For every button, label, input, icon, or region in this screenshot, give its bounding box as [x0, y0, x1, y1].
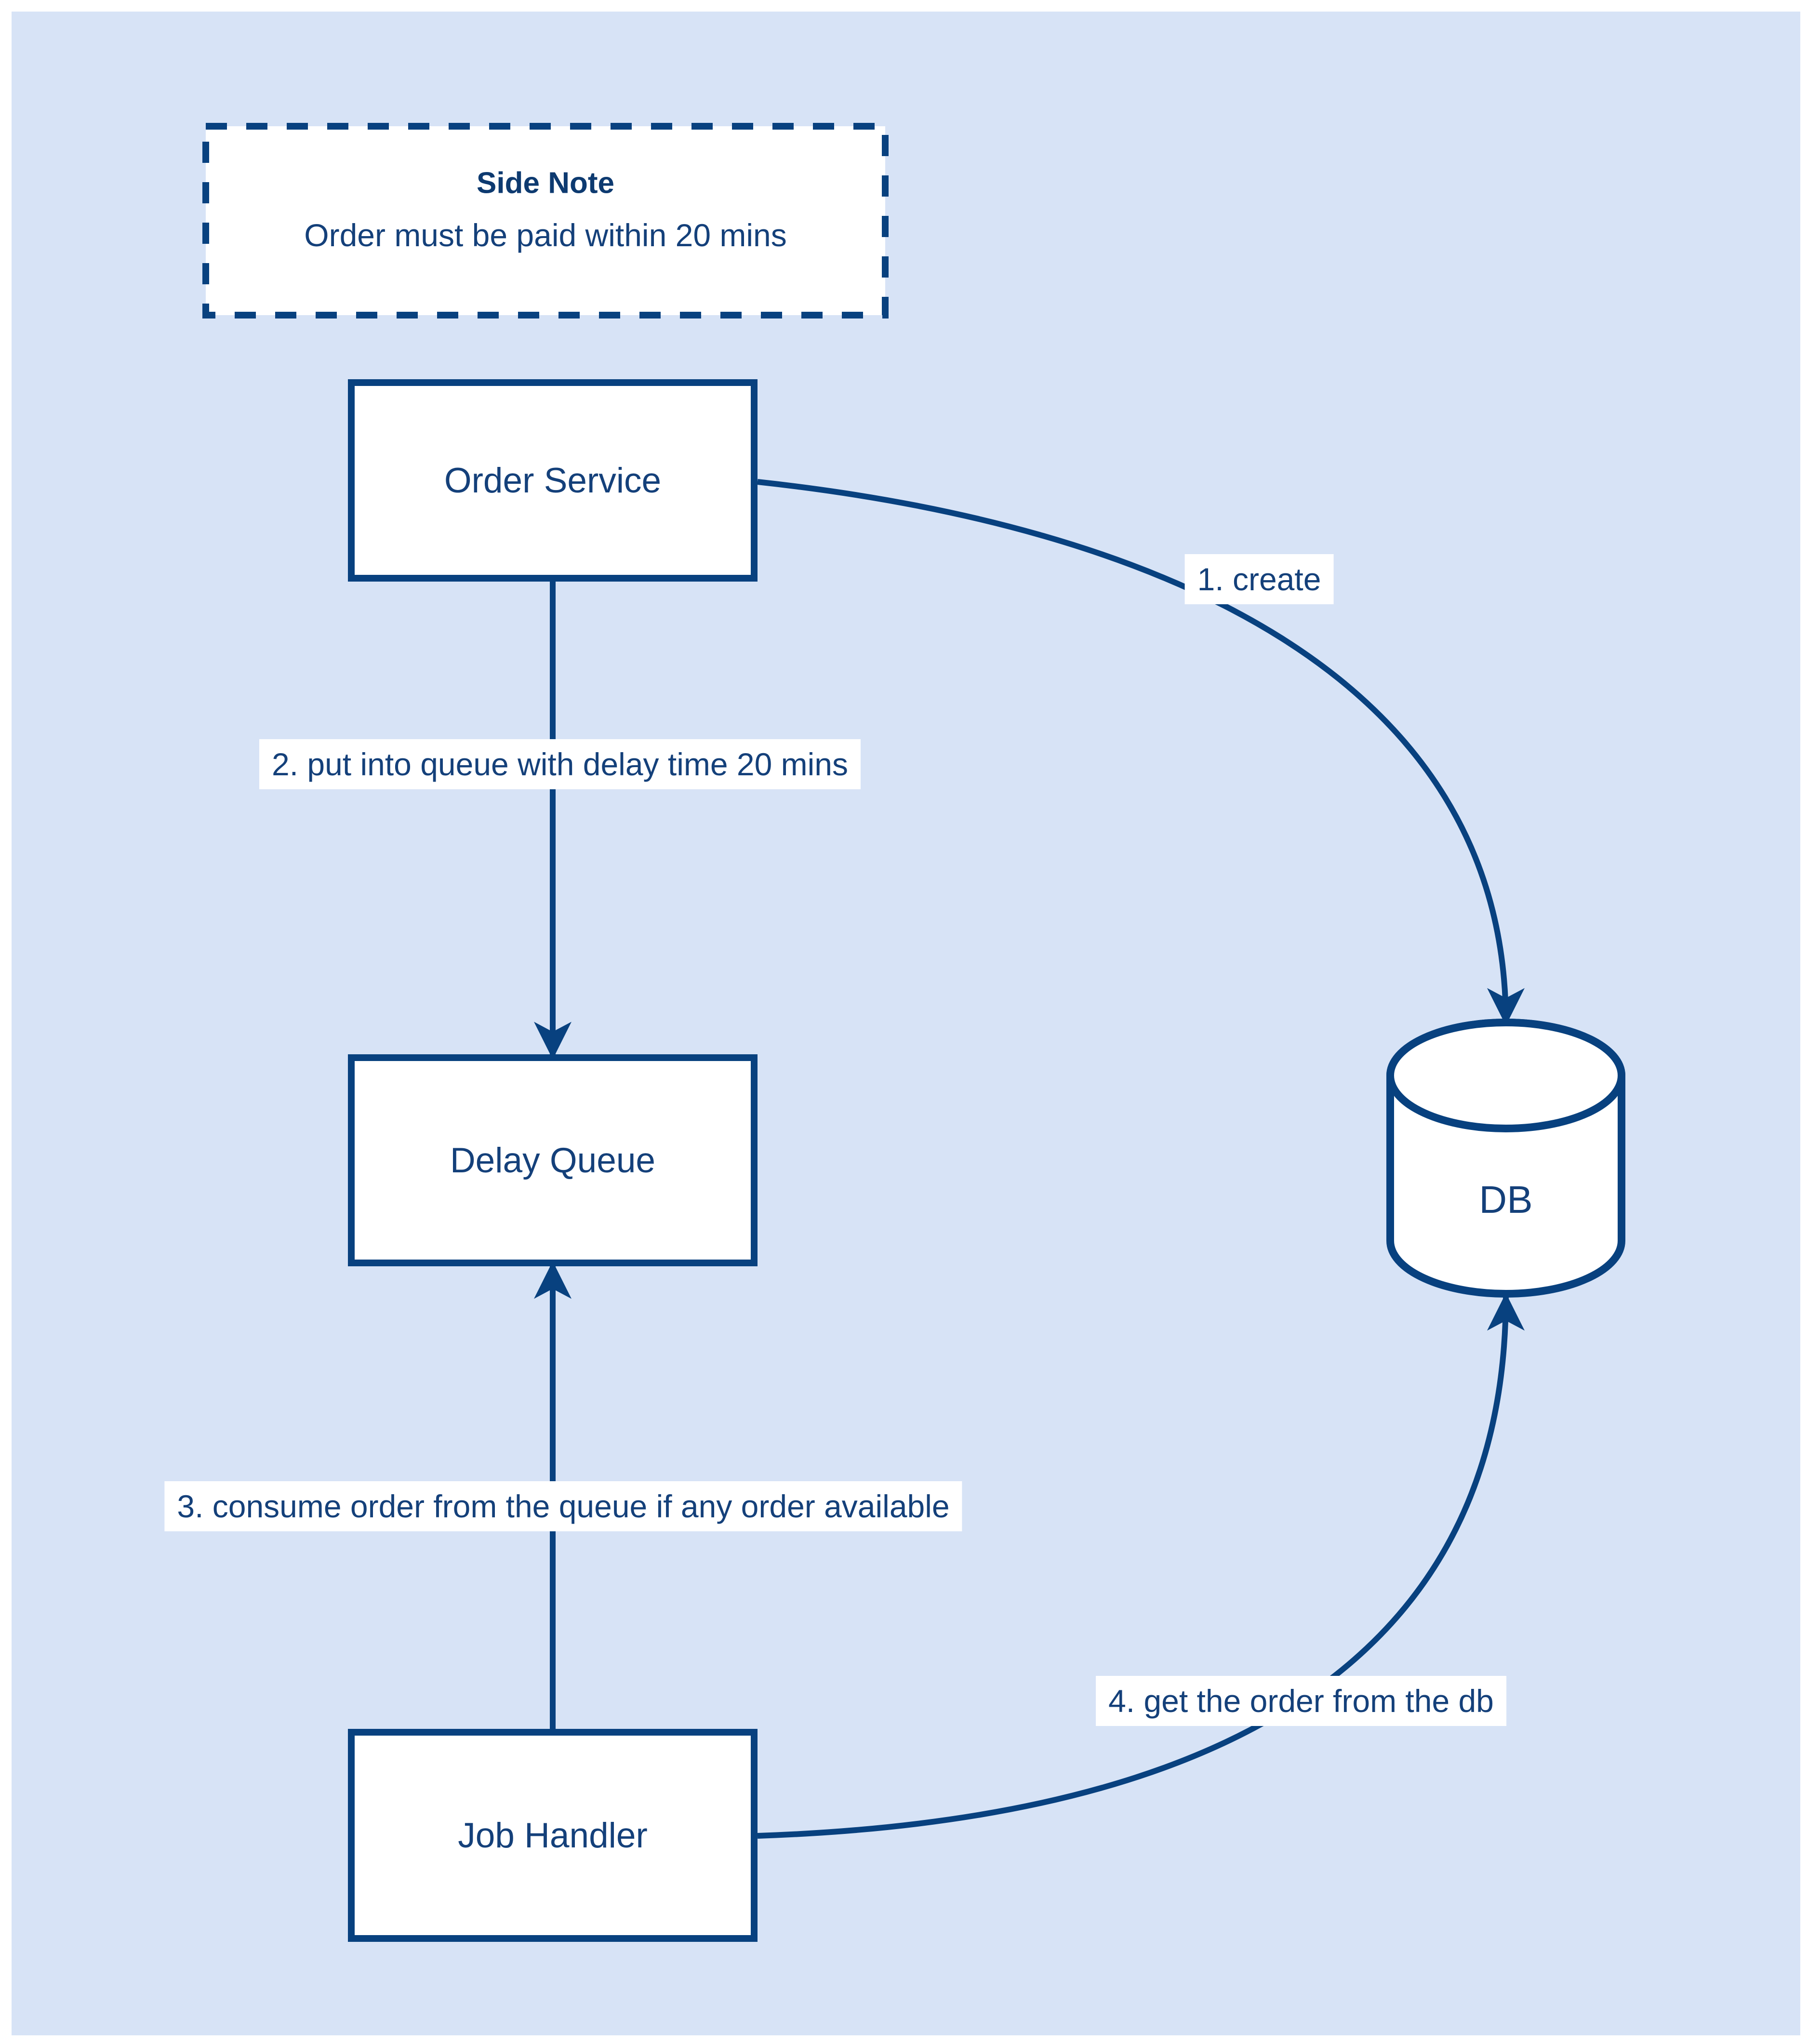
- edge-label-create: 1. create: [1184, 554, 1334, 604]
- node-order-service-label: Order Service: [444, 461, 662, 500]
- node-job-handler: Job Handler: [348, 1729, 758, 1942]
- db-cylinder-top: [1386, 1019, 1625, 1132]
- edge-label-consume-order: 3. consume order from the queue if any o…: [164, 1481, 962, 1531]
- side-note-body: Order must be paid within 20 mins: [304, 217, 787, 253]
- side-note-border: [202, 123, 889, 319]
- edge-label-put-into-queue: 2. put into queue with delay time 20 min…: [259, 739, 861, 789]
- edge-get-order: [757, 1293, 1525, 1839]
- node-delay-queue: Delay Queue: [348, 1054, 758, 1266]
- node-order-service: Order Service: [348, 379, 758, 582]
- node-job-handler-label: Job Handler: [458, 1816, 648, 1855]
- edge-create: [757, 479, 1525, 1026]
- node-db-label: DB: [1479, 1178, 1533, 1221]
- node-delay-queue-label: Delay Queue: [450, 1141, 656, 1180]
- edge-label-get-order: 4. get the order from the db: [1096, 1676, 1506, 1726]
- side-note-title: Side Note: [477, 166, 614, 200]
- db-cylinder: [1386, 1019, 1625, 1298]
